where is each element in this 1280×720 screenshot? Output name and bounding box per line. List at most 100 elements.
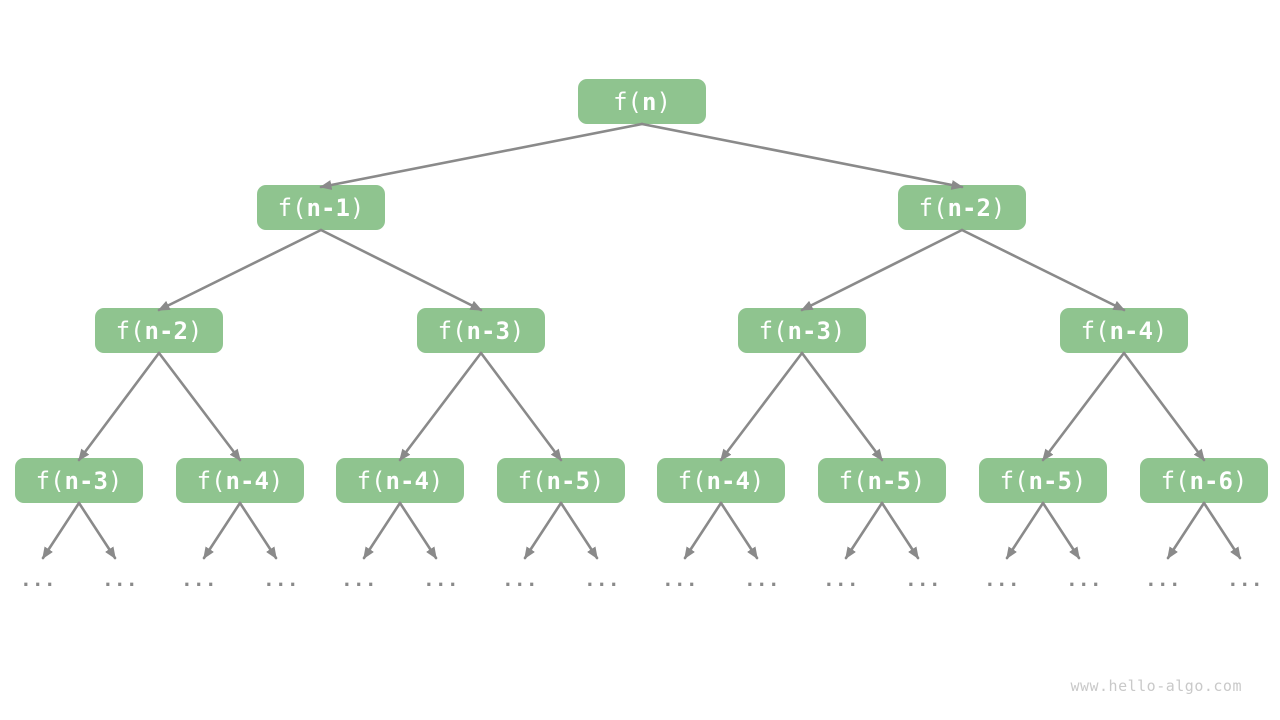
node-label-prefix: f( — [999, 466, 1029, 495]
edge-arrow — [683, 501, 723, 560]
tree-node-RL: f(n-3) — [738, 308, 866, 353]
edge-arrow — [238, 501, 278, 560]
edge-arrow — [1041, 501, 1081, 560]
node-label-argument: n-6 — [1189, 466, 1233, 495]
node-label-suffix: ) — [830, 316, 846, 345]
tree-node-LRL: f(n-4) — [336, 458, 464, 503]
node-label-argument: n-1 — [306, 193, 350, 222]
node-label-argument: n — [642, 87, 657, 116]
leaf-ellipsis: ... — [20, 569, 56, 591]
node-label-suffix: ) — [509, 316, 525, 345]
edge-arrow — [398, 351, 483, 462]
node-label-argument: n-3 — [787, 316, 831, 345]
node-label-suffix: ) — [349, 193, 365, 222]
node-label-prefix: f( — [758, 316, 788, 345]
edge-arrow — [1041, 351, 1126, 462]
edge-arrow — [1166, 501, 1206, 560]
tree-node-LL: f(n-2) — [95, 308, 223, 353]
watermark: www.hello-algo.com — [1070, 677, 1242, 695]
edge-arrow — [844, 501, 884, 560]
node-label-prefix: f( — [35, 466, 65, 495]
node-label-argument: n-2 — [947, 193, 991, 222]
node-label-suffix: ) — [107, 466, 123, 495]
node-label-prefix: f( — [356, 466, 386, 495]
tree-node-R: f(n-2) — [898, 185, 1026, 230]
node-label-argument: n-4 — [706, 466, 750, 495]
node-label-suffix: ) — [187, 316, 203, 345]
leaf-ellipsis: ... — [1066, 569, 1102, 591]
leaf-ellipsis: ... — [263, 569, 299, 591]
edge-arrow — [523, 501, 563, 560]
tree-node-RLL: f(n-4) — [657, 458, 785, 503]
leaf-ellipsis: ... — [502, 569, 538, 591]
leaf-ellipsis: ... — [423, 569, 459, 591]
node-label-suffix: ) — [656, 87, 671, 116]
node-label-prefix: f( — [196, 466, 226, 495]
node-label-argument: n-2 — [144, 316, 188, 345]
leaf-ellipsis: ... — [823, 569, 859, 591]
edge-arrow — [157, 351, 242, 462]
node-label-argument: n-5 — [867, 466, 911, 495]
edge-arrow — [398, 501, 438, 560]
edge-arrow — [157, 228, 323, 312]
node-label-suffix: ) — [910, 466, 926, 495]
node-label-prefix: f( — [918, 193, 948, 222]
node-label-suffix: ) — [990, 193, 1006, 222]
node-label-suffix: ) — [1152, 316, 1168, 345]
edge-arrow — [559, 501, 599, 560]
node-label-prefix: f( — [838, 466, 868, 495]
node-label-prefix: f( — [517, 466, 547, 495]
leaf-ellipsis: ... — [1145, 569, 1181, 591]
node-label-prefix: f( — [277, 193, 307, 222]
edge-arrow — [960, 228, 1126, 312]
node-label-argument: n-4 — [225, 466, 269, 495]
leaf-ellipsis: ... — [341, 569, 377, 591]
node-label-argument: n-5 — [1028, 466, 1072, 495]
leaf-ellipsis: ... — [1227, 569, 1263, 591]
tree-node-LLL: f(n-3) — [15, 458, 143, 503]
leaf-ellipsis: ... — [662, 569, 698, 591]
edge-arrow — [719, 351, 804, 462]
leaf-ellipsis: ... — [905, 569, 941, 591]
leaf-ellipsis: ... — [181, 569, 217, 591]
edge-arrow — [880, 501, 920, 560]
tree-node-root: f(n) — [578, 79, 706, 124]
edge-arrow — [800, 351, 884, 462]
edge-arrow — [77, 501, 117, 560]
tree-node-LLR: f(n-4) — [176, 458, 304, 503]
node-label-prefix: f( — [1160, 466, 1190, 495]
node-label-suffix: ) — [428, 466, 444, 495]
node-label-argument: n-3 — [64, 466, 108, 495]
node-label-argument: n-3 — [466, 316, 510, 345]
edge-arrow — [1005, 501, 1045, 560]
tree-node-RRR: f(n-6) — [1140, 458, 1268, 503]
node-label-argument: n-5 — [546, 466, 590, 495]
leaf-ellipsis: ... — [984, 569, 1020, 591]
edge-arrow — [1122, 351, 1206, 462]
edge-arrow — [319, 228, 483, 312]
node-label-prefix: f( — [1080, 316, 1110, 345]
node-label-suffix: ) — [1071, 466, 1087, 495]
node-label-argument: n-4 — [1109, 316, 1153, 345]
leaf-ellipsis: ... — [584, 569, 620, 591]
edge-arrow — [800, 228, 964, 312]
node-label-suffix: ) — [1232, 466, 1248, 495]
leaf-ellipsis: ... — [102, 569, 138, 591]
tree-node-L: f(n-1) — [257, 185, 385, 230]
edge-arrow — [77, 351, 161, 462]
edge-arrow — [1202, 501, 1242, 560]
node-label-prefix: f( — [613, 87, 642, 116]
leaf-ellipsis: ... — [744, 569, 780, 591]
edge-arrow — [640, 122, 964, 190]
edge-arrow — [202, 501, 242, 560]
node-label-suffix: ) — [589, 466, 605, 495]
tree-node-RLR: f(n-5) — [818, 458, 946, 503]
node-label-suffix: ) — [268, 466, 284, 495]
tree-node-RRL: f(n-5) — [979, 458, 1107, 503]
tree-node-LRR: f(n-5) — [497, 458, 625, 503]
tree-node-RR: f(n-4) — [1060, 308, 1188, 353]
edge-arrow — [319, 122, 644, 190]
node-label-suffix: ) — [749, 466, 765, 495]
tree-node-LR: f(n-3) — [417, 308, 545, 353]
